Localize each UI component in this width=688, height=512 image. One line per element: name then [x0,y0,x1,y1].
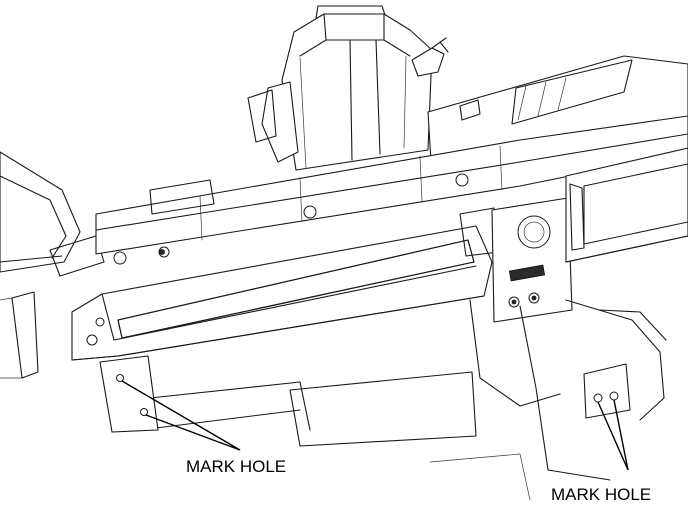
left-grille-duct [71,207,499,361]
left-bracket-plate [99,355,159,433]
mark-hole-label-right: MARK HOLE [551,485,651,504]
left-mark-hole-lower [140,408,148,416]
left-side-panel [0,151,105,379]
left-mark-hole-upper [116,374,124,382]
right-mark-hole-left [593,393,603,403]
central-tower [247,5,449,171]
mark-hole-label-left: MARK HOLE [186,457,286,476]
center-connector [491,197,573,323]
main-crossbar [95,115,688,265]
right-mark-hole-right [609,391,619,401]
right-leader-lines [597,399,629,471]
right-bracket-plate [583,363,631,419]
left-leader-lines [121,380,241,451]
right-grille-housing [565,147,688,263]
